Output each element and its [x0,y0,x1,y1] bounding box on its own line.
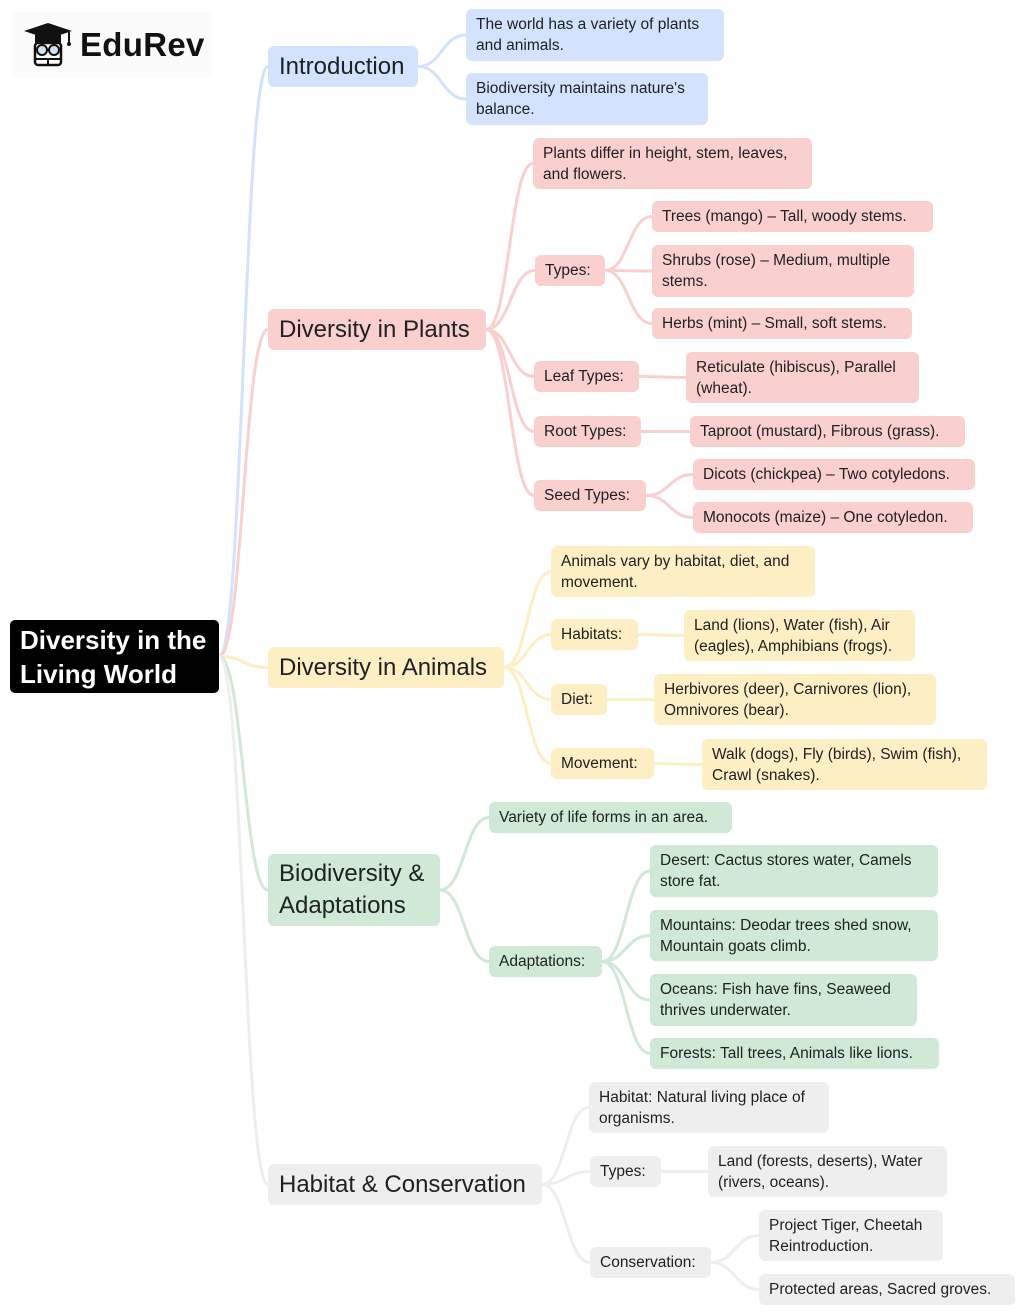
branch-label: Habitat & Conservation [279,1170,526,1198]
leaf-seed-type-monocots: Monocots (maize) – One cotyledon. [693,502,973,533]
subbranch-habitats: Habitats: [551,619,638,650]
leaf-adaptation-forests: Forests: Tall trees, Animals like lions. [650,1038,939,1069]
subbranch-conservation: Conservation: [590,1247,711,1278]
leaf-adaptation-oceans: Oceans: Fish have fins, Seaweed thrives … [650,974,917,1026]
connector-leaf-conservation-protected-areas [709,1261,761,1291]
connector-leaf-introduction-1 [416,33,468,68]
connector-leaf-biodiversity-summary [438,816,491,892]
leaf-animal-movement: Walk (dogs), Fly (birds), Swim (fish), C… [702,739,987,790]
root-label-line1: Diversity in the [20,624,207,655]
connector-leaf-adaptation-oceans [600,960,652,1002]
subbranch-habitat-types: Types: [590,1156,661,1187]
subbranch-leaf-types: Leaf Types: [534,361,639,392]
leaf-leaf-types: Reticulate (hibiscus), Parallel (wheat). [686,352,919,403]
leaf-animal-diet: Herbivores (deer), Carnivores (lion), Om… [654,674,936,725]
leaf-animal-habitats: Land (lions), Water (fish), Air (eagles)… [684,610,915,661]
connector-leaf-animal-movement [652,762,704,766]
connector-subbranch-habitat-types [540,1170,592,1186]
leaf-plant-type-trees: Trees (mango) – Tall, woody stems. [652,201,933,232]
connector-leaf-plant-type-herbs [603,269,654,325]
subbranch-diet: Diet: [551,684,607,715]
branch-label: Diversity in Plants [279,315,470,343]
connector-leaf-habitat-summary [540,1106,591,1186]
connector-branch-biodiversity-adaptations [217,655,270,892]
brand-name: EduRev [80,26,205,63]
connector-leaf-adaptation-mountains [600,934,652,963]
connector-subbranch-habitats [502,633,553,669]
branch-label: Introduction [279,52,405,80]
connector-branch-introduction [217,65,270,658]
connector-subbranch-plant-types [484,269,537,331]
leaf-plant-type-herbs: Herbs (mint) – Small, soft stems. [652,308,912,339]
connector-leaf-animals-summary [502,570,553,669]
connector-leaf-plants-summary [484,162,535,331]
leaf-plant-type-shrubs: Shrubs (rose) – Medium, multiple stems. [652,245,914,297]
connector-leaf-seed-type-dicots [644,473,695,497]
branch-diversity-in-plants: Diversity in Plants [268,309,486,350]
branch-diversity-in-animals: Diversity in Animals [268,647,504,688]
root-label-line2: Living World [20,658,177,689]
leaf-habitat-summary: Habitat: Natural living place of organis… [589,1082,829,1133]
leaf-root-types: Taproot (mustard), Fibrous (grass). [690,416,965,447]
subbranch-plant-types: Types: [535,255,605,286]
subbranch-movement: Movement: [551,748,654,779]
branch-habitat-conservation: Habitat & Conservation [268,1164,542,1205]
connector-subbranch-adaptations [438,888,491,963]
leaf-plants-summary: Plants differ in height, stem, leaves, a… [533,138,812,189]
subbranch-adaptations: Adaptations: [489,946,602,977]
connector-branch-diversity-in-plants [217,328,270,658]
connector-leaf-animal-habitats [636,633,686,637]
edurev-logo: EduRev [12,12,212,78]
leaf-introduction-1: The world has a variety of plants and an… [466,9,724,61]
leaf-biodiversity-summary: Variety of life forms in an area. [489,802,732,833]
subbranch-root-types: Root Types: [534,416,641,447]
connector-subbranch-seed-types [484,328,536,497]
subbranch-seed-types: Seed Types: [534,480,646,511]
connector-leaf-conservation-project-tiger [709,1234,761,1264]
connector-leaf-introduction-2 [416,65,468,101]
branch-label: Diversity in Animals [279,653,488,681]
leaf-introduction-2: Biodiversity maintains nature's balance. [466,73,708,125]
leaf-adaptation-desert: Desert: Cactus stores water, Camels stor… [650,845,938,897]
leaf-habitat-types: Land (forests, deserts), Water (rivers, … [708,1146,947,1197]
connector-leaf-plant-type-trees [603,215,654,272]
leaf-conservation-project-tiger: Project Tiger, Cheetah Reintroduction. [759,1210,943,1261]
connector-leaf-seed-type-monocots [644,494,695,519]
leaf-conservation-protected-areas: Protected areas, Sacred groves. [759,1274,1015,1305]
connector-leaf-leaf-types [637,375,688,379]
leaf-adaptation-mountains: Mountains: Deodar trees shed snow, Mount… [650,910,938,961]
graduate-cap-icon [24,23,72,67]
connector-branch-habitat-conservation [217,655,270,1186]
connector-branch-diversity-in-animals [217,655,270,669]
branch-introduction: Introduction [268,46,418,87]
connector-leaf-adaptation-forests [600,960,652,1055]
connector-subbranch-movement [502,666,553,765]
connector-leaf-adaptation-desert [600,869,652,963]
leaf-animals-summary: Animals vary by habitat, diet, and movem… [551,546,815,597]
root-node: Diversity in the Living World [10,620,219,693]
connector-subbranch-conservation [540,1183,592,1264]
leaf-seed-type-dicots: Dicots (chickpea) – Two cotyledons. [693,459,975,490]
branch-biodiversity-adaptations: Biodiversity & Adaptations [268,854,440,926]
